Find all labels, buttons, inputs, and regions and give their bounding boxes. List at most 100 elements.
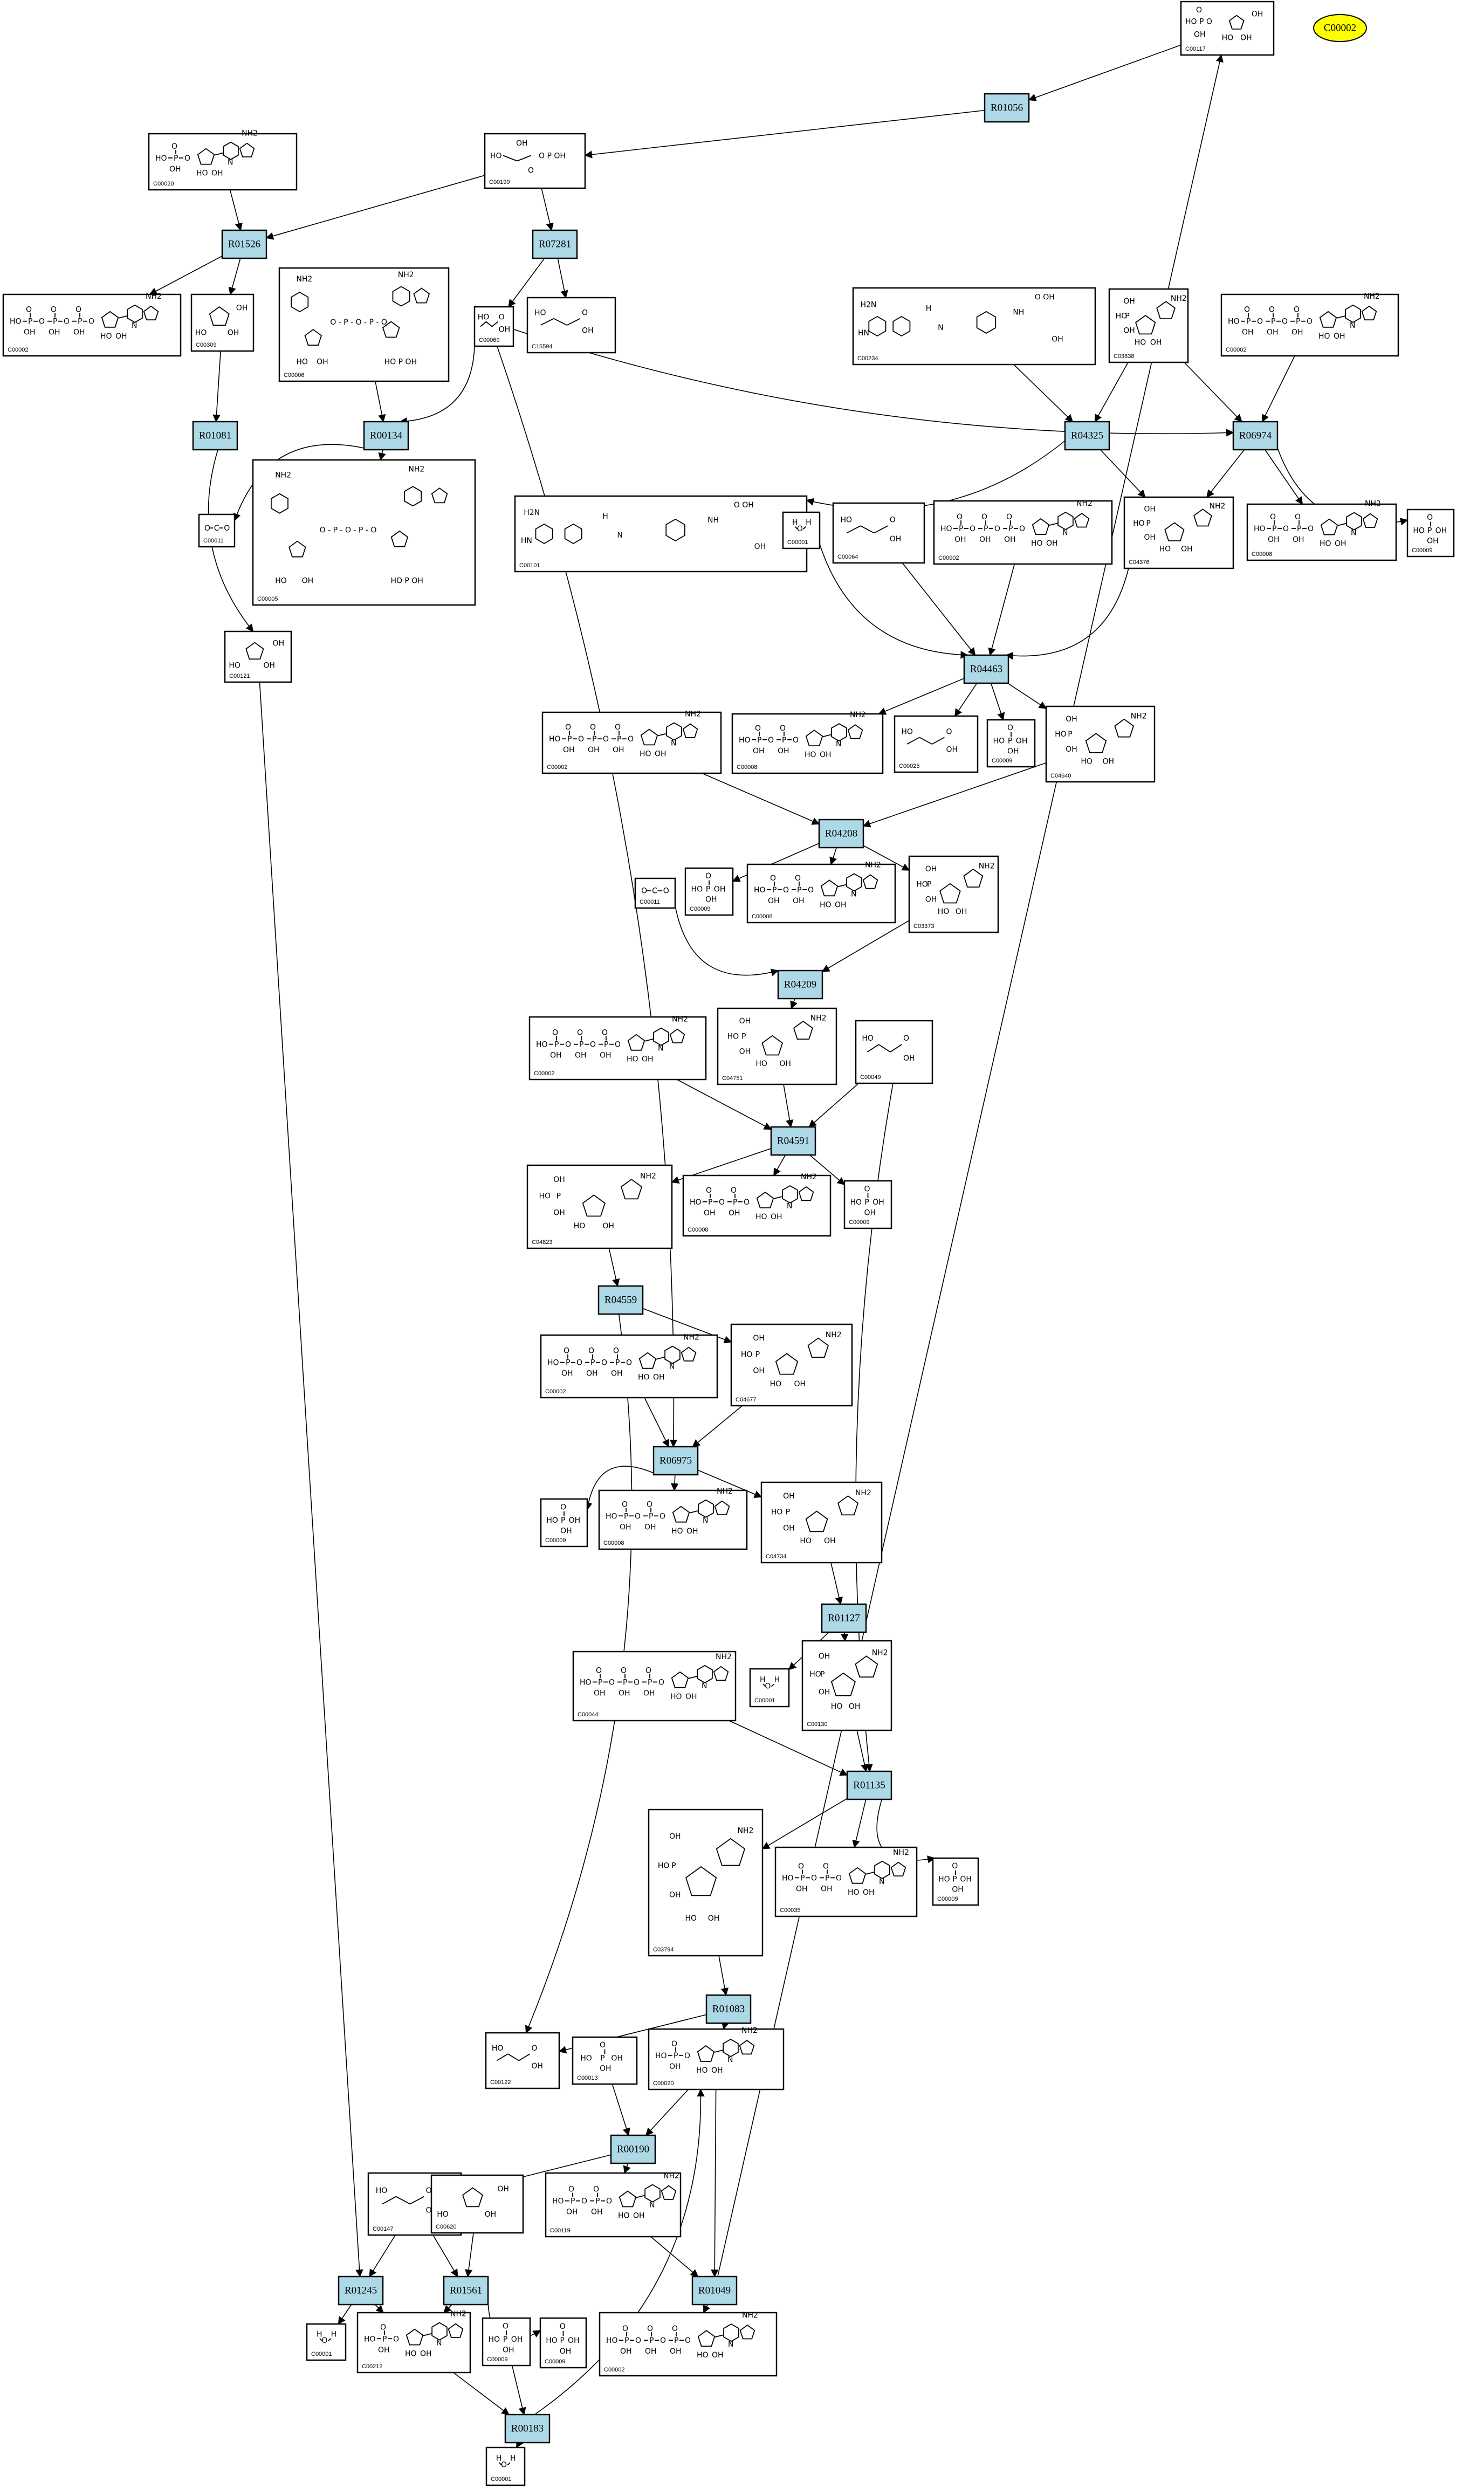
compound-box[interactable]: [932, 1857, 979, 1906]
compound-box[interactable]: [526, 1164, 673, 1249]
compound-box[interactable]: [746, 863, 896, 924]
reaction-node[interactable]: R04463: [963, 654, 1009, 684]
compound-box[interactable]: [198, 513, 236, 548]
compound-box[interactable]: [1108, 288, 1189, 363]
compound-box[interactable]: [484, 133, 586, 189]
compound-box[interactable]: [545, 2172, 682, 2238]
compound-box[interactable]: [541, 711, 722, 774]
reaction-box[interactable]: [443, 2275, 489, 2306]
compound-box[interactable]: [526, 297, 616, 354]
compound-box[interactable]: [648, 2028, 785, 2091]
reaction-node[interactable]: R01135: [846, 1770, 892, 1800]
compound-box[interactable]: [430, 2174, 524, 2234]
compound-box[interactable]: [572, 2036, 638, 2085]
reaction-node[interactable]: R06975: [652, 1446, 699, 1476]
compound-box[interactable]: [514, 495, 808, 573]
reaction-node[interactable]: R01083: [705, 1994, 752, 2024]
compound-box[interactable]: [801, 1640, 892, 1731]
reaction-box[interactable]: [846, 1770, 892, 1800]
compound-box[interactable]: [485, 2446, 526, 2486]
compound-box[interactable]: [731, 713, 884, 774]
reaction-node[interactable]: R01127: [821, 1603, 867, 1633]
compound-box[interactable]: [148, 133, 298, 191]
compound-box[interactable]: [1406, 508, 1455, 558]
compound-box[interactable]: [843, 1180, 892, 1229]
compound-box[interactable]: [1246, 503, 1397, 561]
compound-box[interactable]: [540, 1334, 718, 1399]
reaction-box[interactable]: [597, 1285, 644, 1315]
compound-box[interactable]: [598, 1489, 748, 1550]
start-compound-ellipse[interactable]: [1313, 14, 1367, 42]
reaction-node[interactable]: R04209: [777, 970, 823, 1000]
reaction-node[interactable]: R07281: [532, 229, 578, 259]
compound-box[interactable]: [356, 2312, 471, 2374]
reaction-node[interactable]: R04208: [818, 819, 864, 849]
compound-box[interactable]: [933, 500, 1113, 565]
compound-box[interactable]: [749, 1668, 790, 1708]
compound-box[interactable]: [730, 1323, 853, 1407]
reaction-node[interactable]: R01081: [192, 421, 238, 451]
compound-box[interactable]: [539, 2317, 587, 2369]
reaction-box[interactable]: [984, 93, 1030, 123]
reaction-node[interactable]: R01561: [443, 2275, 489, 2306]
reaction-box[interactable]: [504, 2414, 551, 2444]
compound-box[interactable]: [278, 267, 450, 382]
compound-box[interactable]: [1045, 705, 1156, 783]
compound-box[interactable]: [774, 1846, 918, 1917]
reaction-box[interactable]: [192, 421, 238, 451]
reaction-node[interactable]: R01056: [984, 93, 1030, 123]
compound-box[interactable]: [832, 502, 925, 564]
reaction-node[interactable]: R00134: [363, 421, 409, 451]
reaction-box[interactable]: [1232, 421, 1279, 451]
compound-box[interactable]: [252, 459, 476, 606]
reaction-box[interactable]: [821, 1603, 867, 1633]
reaction-node[interactable]: R01245: [338, 2275, 384, 2306]
reaction-box[interactable]: [338, 2275, 384, 2306]
reaction-node[interactable]: R00183: [504, 2414, 551, 2444]
reaction-box[interactable]: [777, 970, 823, 1000]
start-compound-node[interactable]: C00002: [1313, 14, 1367, 42]
compound-box[interactable]: [572, 1651, 737, 1722]
reaction-box[interactable]: [221, 229, 267, 259]
compound-box[interactable]: [852, 287, 1096, 366]
